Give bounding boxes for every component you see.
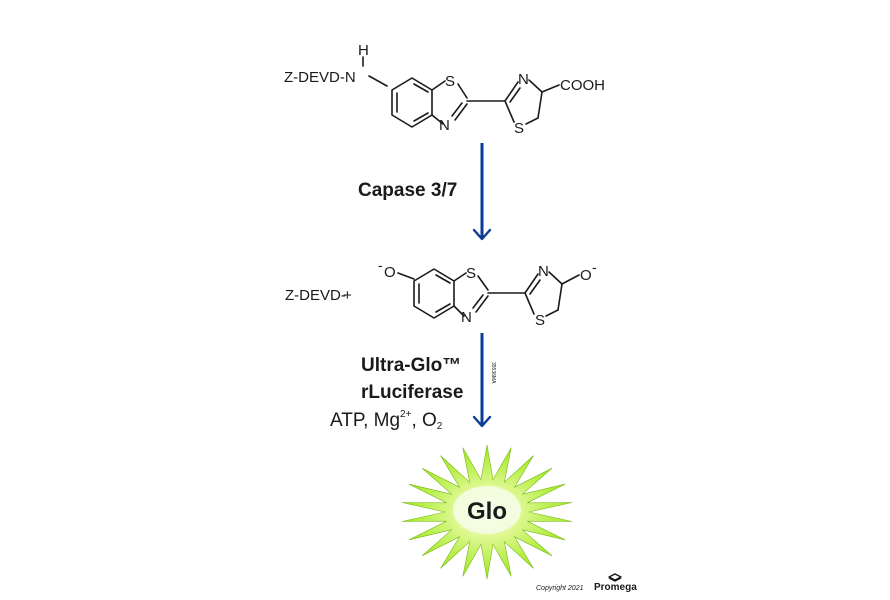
promega-brand-label: Promega xyxy=(594,582,637,593)
cofactor-atp-mg: ATP, Mg xyxy=(330,410,400,431)
substrate-h-atom: H xyxy=(358,42,369,59)
cofactor-mg-charge: 2+ xyxy=(400,409,412,420)
caspase-reaction-arrow xyxy=(472,143,492,241)
product-oxygen-2: O xyxy=(580,267,592,284)
substrate-prefix-label: Z-DEVD-N xyxy=(284,69,356,86)
luciferase-reaction-arrow xyxy=(472,333,492,428)
substrate-nitrogen-1: N xyxy=(439,117,450,134)
product-nitrogen-2: N xyxy=(538,263,549,280)
substrate-sulfur-1: S xyxy=(445,73,455,90)
substrate-sulfur-2: S xyxy=(514,120,524,137)
copyright-label: Copyright 2021 xyxy=(536,585,584,592)
product-sulfur-1: S xyxy=(466,265,476,282)
figure-code-label: 35536MA xyxy=(490,362,496,384)
substrate-nitrogen-2: N xyxy=(518,71,529,88)
product-bonds xyxy=(397,268,580,319)
substrate-acid-group: COOH xyxy=(560,77,605,94)
cofactor-o2-subscript: 2 xyxy=(437,421,443,432)
luciferase-enzyme-line-1: Ultra-Glo™ xyxy=(361,355,461,376)
glo-burst-center xyxy=(453,486,521,534)
product-plus-sign: + xyxy=(343,287,352,304)
product-sulfur-2: S xyxy=(535,312,545,329)
glo-burst: Glo xyxy=(401,444,573,580)
product-nitrogen-1: N xyxy=(461,309,472,326)
substrate-molecule: Z-DEVD-N H S N N S COOH xyxy=(284,42,605,137)
promega-footer: Copyright 2021 Promega xyxy=(536,573,637,593)
promega-logo-icon xyxy=(608,573,622,582)
product-molecule: Z-DEVD- + - O S N N S O - xyxy=(285,257,597,329)
product-oxygen-1-charge: - xyxy=(378,257,383,273)
luciferase-enzyme-line-2: rLuciferase xyxy=(361,382,463,403)
caspase-enzyme-label: Capase 3/7 xyxy=(358,180,457,201)
substrate-bonds xyxy=(362,56,560,128)
product-oxygen-2-charge: - xyxy=(592,259,597,275)
glo-label: Glo xyxy=(467,498,507,525)
product-oxygen-1: O xyxy=(384,264,396,281)
cofactors-label: ATP, Mg2+, O2 xyxy=(330,409,443,432)
cofactor-oxygen: , O xyxy=(411,410,436,431)
product-prefix-label: Z-DEVD- xyxy=(285,287,346,304)
